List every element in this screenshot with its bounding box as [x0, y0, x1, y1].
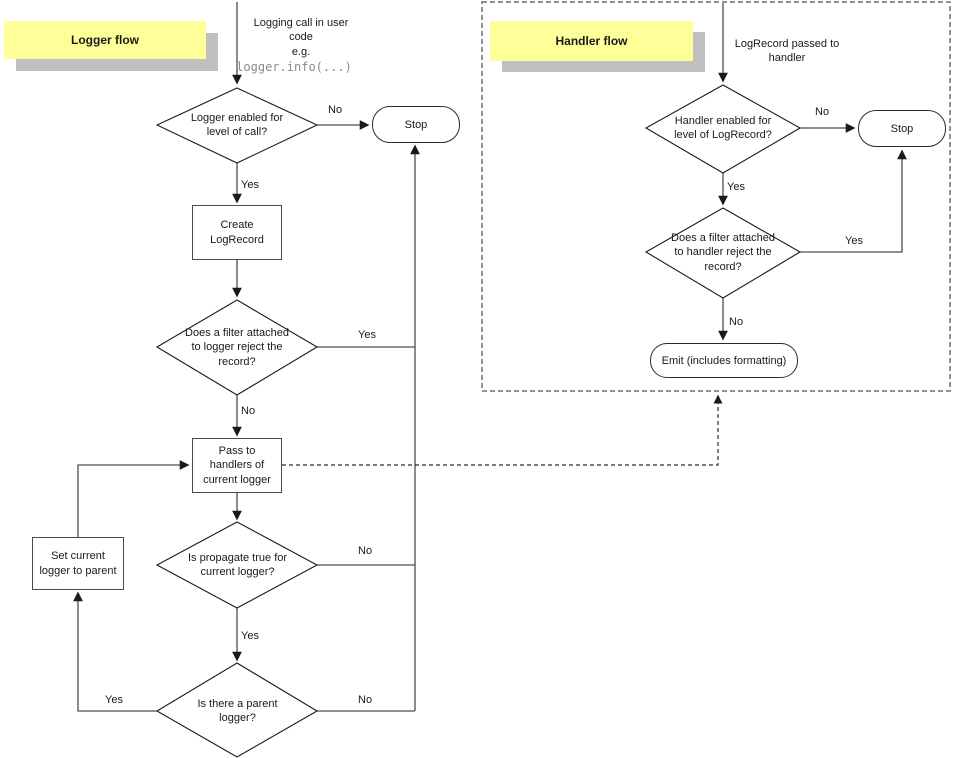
decision-logger-enabled-text: Logger enabled for level of call?: [190, 112, 284, 139]
decision-handler-filter-text: Does a filter attached to handler reject…: [671, 232, 775, 273]
decision-handler-enabled-text: Handler enabled for level of LogRecord?: [674, 115, 772, 142]
logger-stop-text: Stop: [404, 118, 428, 131]
label-handler-filter-no: No: [729, 316, 744, 328]
decision-handler-filter: [644, 207, 802, 299]
pass-to-handlers-node: Pass to handlers of current logger: [192, 438, 282, 493]
create-logrecord-node: Create LogRecord: [192, 205, 282, 260]
pass-to-handlers-text: Pass to handlers of current logger: [203, 445, 271, 486]
logger-entry-code: logger.info(...): [236, 60, 352, 74]
decision-propagate: [155, 521, 319, 609]
decision-logger-filter-text: Does a filter attached to logger reject …: [185, 327, 289, 368]
label-handler-enabled-no: No: [815, 106, 830, 118]
set-current-logger-node: Set current logger to parent: [32, 537, 124, 590]
handler-flow-title: Handler flow: [490, 21, 693, 61]
decision-logger-filter: [155, 299, 319, 396]
decision-parent-logger: [155, 662, 319, 758]
label-handler-filter-yes: Yes: [845, 235, 863, 247]
logger-entry-note: Logging call in user code: [253, 17, 349, 44]
handler-entry-note: LogRecord passed to handler: [734, 38, 840, 65]
handler-stop-text: Stop: [890, 122, 914, 135]
edge-pass-to-handler-flow-dashed: [282, 394, 723, 466]
create-logrecord-text: Create LogRecord: [210, 219, 264, 246]
label-propagate-yes: Yes: [241, 630, 259, 642]
label-filter-no: No: [241, 405, 256, 417]
emit-text: Emit (includes formatting): [661, 354, 787, 367]
decision-logger-enabled: [155, 87, 319, 164]
handler-flow-title-text: Handler flow: [555, 34, 628, 48]
handler-flow-boundary: [481, 1, 951, 392]
logger-stop-node: Stop: [372, 106, 460, 143]
emit-node: Emit (includes formatting): [650, 343, 798, 378]
handler-stop-node: Stop: [858, 110, 946, 147]
logger-entry-note-eg: e.g.: [291, 46, 311, 58]
set-current-logger-text: Set current logger to parent: [39, 550, 117, 577]
label-enabled-no: No: [328, 104, 343, 116]
decision-handler-enabled: [644, 84, 802, 174]
label-propagate-no: No: [358, 545, 373, 557]
label-handler-enabled-yes: Yes: [727, 181, 745, 193]
label-enabled-yes: Yes: [241, 179, 259, 191]
edge-parent-yes-to-setparent: [73, 591, 157, 712]
decision-propagate-text: Is propagate true for current logger?: [187, 552, 288, 579]
edge-handler-filter-yes-to-stop: [800, 149, 907, 253]
edge-setparent-to-pass: [77, 460, 190, 537]
label-parent-yes: Yes: [105, 694, 123, 706]
logger-flow-title-text: Logger flow: [71, 33, 139, 47]
label-parent-no: No: [358, 694, 373, 706]
logger-flow-title: Logger flow: [4, 21, 206, 59]
decision-parent-text: Is there a parent logger?: [197, 698, 278, 725]
label-filter-yes: Yes: [358, 329, 376, 341]
